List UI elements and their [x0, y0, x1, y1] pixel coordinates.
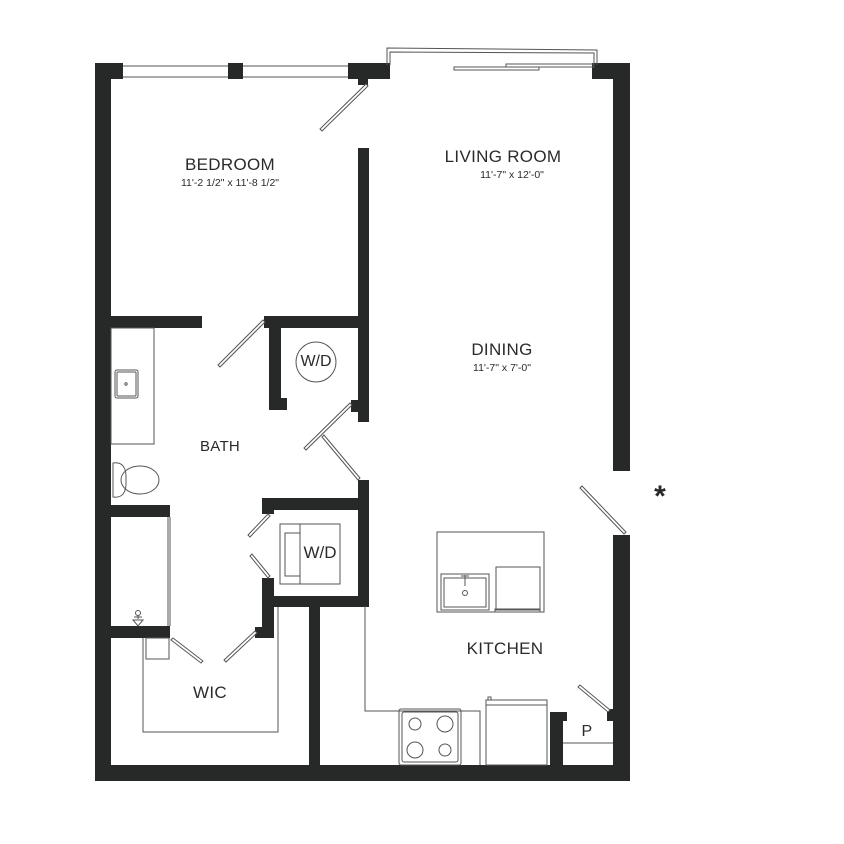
wic-label: WIC [180, 683, 240, 703]
wd-stacked-label: W/D [303, 543, 337, 562]
wic-shelving [131, 607, 279, 733]
living-room-name: LIVING ROOM [444, 147, 562, 166]
wd-closet-label: W/D [300, 353, 332, 370]
wd-circle-fixture [295, 341, 337, 383]
walls [95, 63, 630, 781]
kitchen-label: KITCHEN [445, 639, 565, 659]
kitchen-counters [364, 606, 613, 766]
windows [123, 47, 598, 78]
dining-name: DINING [471, 340, 533, 359]
bath-label: BATH [180, 438, 260, 455]
kitchen-name: KITCHEN [466, 639, 544, 658]
living-room-dimensions: 11'-7" x 12'-0" [480, 169, 544, 181]
pantry-name: P [581, 723, 593, 740]
bedroom-dimensions: 11'-2 1/2" x 11'-8 1/2" [180, 177, 280, 189]
wd-stacked-fixture [279, 523, 341, 585]
bedroom-name: BEDROOM [185, 155, 275, 174]
bath-fixtures [110, 327, 171, 626]
kitchen-island [436, 531, 545, 613]
bedroom-label: BEDROOM 11'-2 1/2" x 11'-8 1/2" [130, 155, 330, 189]
doors [170, 83, 627, 713]
living-room-label: LIVING ROOM 11'-7" x 12'-0" [403, 147, 603, 181]
pantry-label: P [570, 723, 604, 741]
wic-name: WIC [193, 683, 227, 702]
bath-name: BATH [199, 438, 241, 455]
entry-asterisk-marker: * [654, 480, 666, 513]
dining-dimensions: 11'-7" x 7'-0" [473, 362, 531, 374]
dining-label: DINING 11'-7" x 7'-0" [402, 340, 602, 374]
